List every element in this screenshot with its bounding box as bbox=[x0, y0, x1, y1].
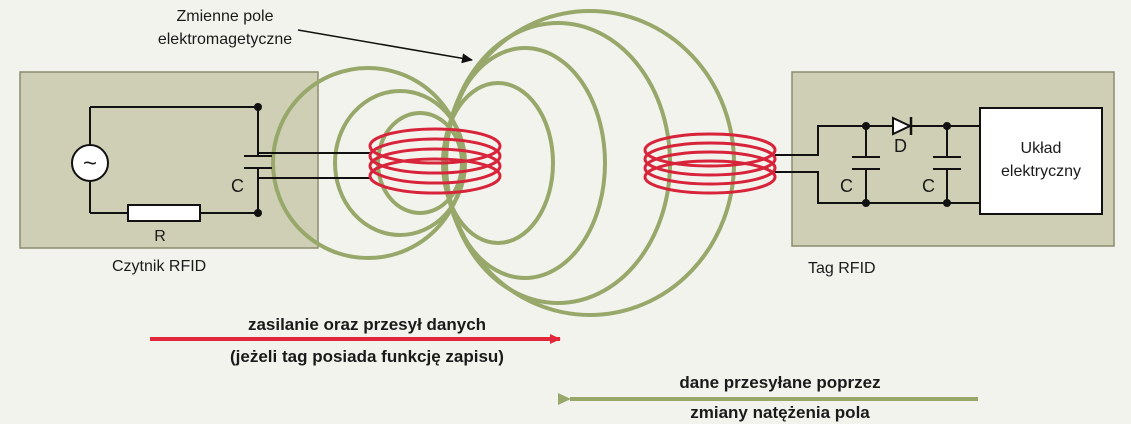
field-label-line-1: Zmienne pole bbox=[177, 8, 274, 25]
tag-capacitor-1 bbox=[852, 156, 880, 170]
tag-capacitor-2 bbox=[933, 156, 961, 170]
reader-capacitor bbox=[244, 153, 272, 172]
diode-label: D bbox=[894, 136, 907, 156]
tag-caption: Tag RFID bbox=[808, 260, 876, 277]
backward-text-line-2: zmiany natężenia pola bbox=[690, 403, 870, 422]
field-label-line-2: elektromagetyczne bbox=[158, 31, 292, 48]
field-label-pointer bbox=[297, 29, 473, 64]
reader-caption: Czytnik RFID bbox=[112, 258, 206, 275]
tag-circuit bbox=[775, 122, 980, 207]
reader-circuit bbox=[89, 103, 370, 217]
tag-coil bbox=[643, 132, 777, 195]
resistor bbox=[127, 204, 201, 222]
ac-source-symbol: ~ bbox=[83, 150, 97, 177]
resistor-label: R bbox=[154, 228, 166, 245]
forward-text-line-2: (jeżeli tag posiada funkcję zapisu) bbox=[230, 347, 504, 366]
reader-coil bbox=[368, 127, 502, 195]
backward-text-line-1: dane przesyłane poprzez bbox=[679, 373, 880, 392]
chip-label-line-2: elektryczny bbox=[1001, 163, 1081, 180]
tag-capacitor-1-label: C bbox=[840, 176, 853, 196]
chip-box bbox=[979, 107, 1103, 215]
ac-source bbox=[71, 144, 109, 182]
reader-capacitor-label: C bbox=[231, 176, 244, 196]
forward-text-line-1: zasilanie oraz przesył danych bbox=[248, 315, 486, 334]
diode bbox=[892, 116, 913, 136]
tag-capacitor-2-label: C bbox=[922, 176, 935, 196]
chip-label-line-1: Układ bbox=[1021, 140, 1062, 157]
